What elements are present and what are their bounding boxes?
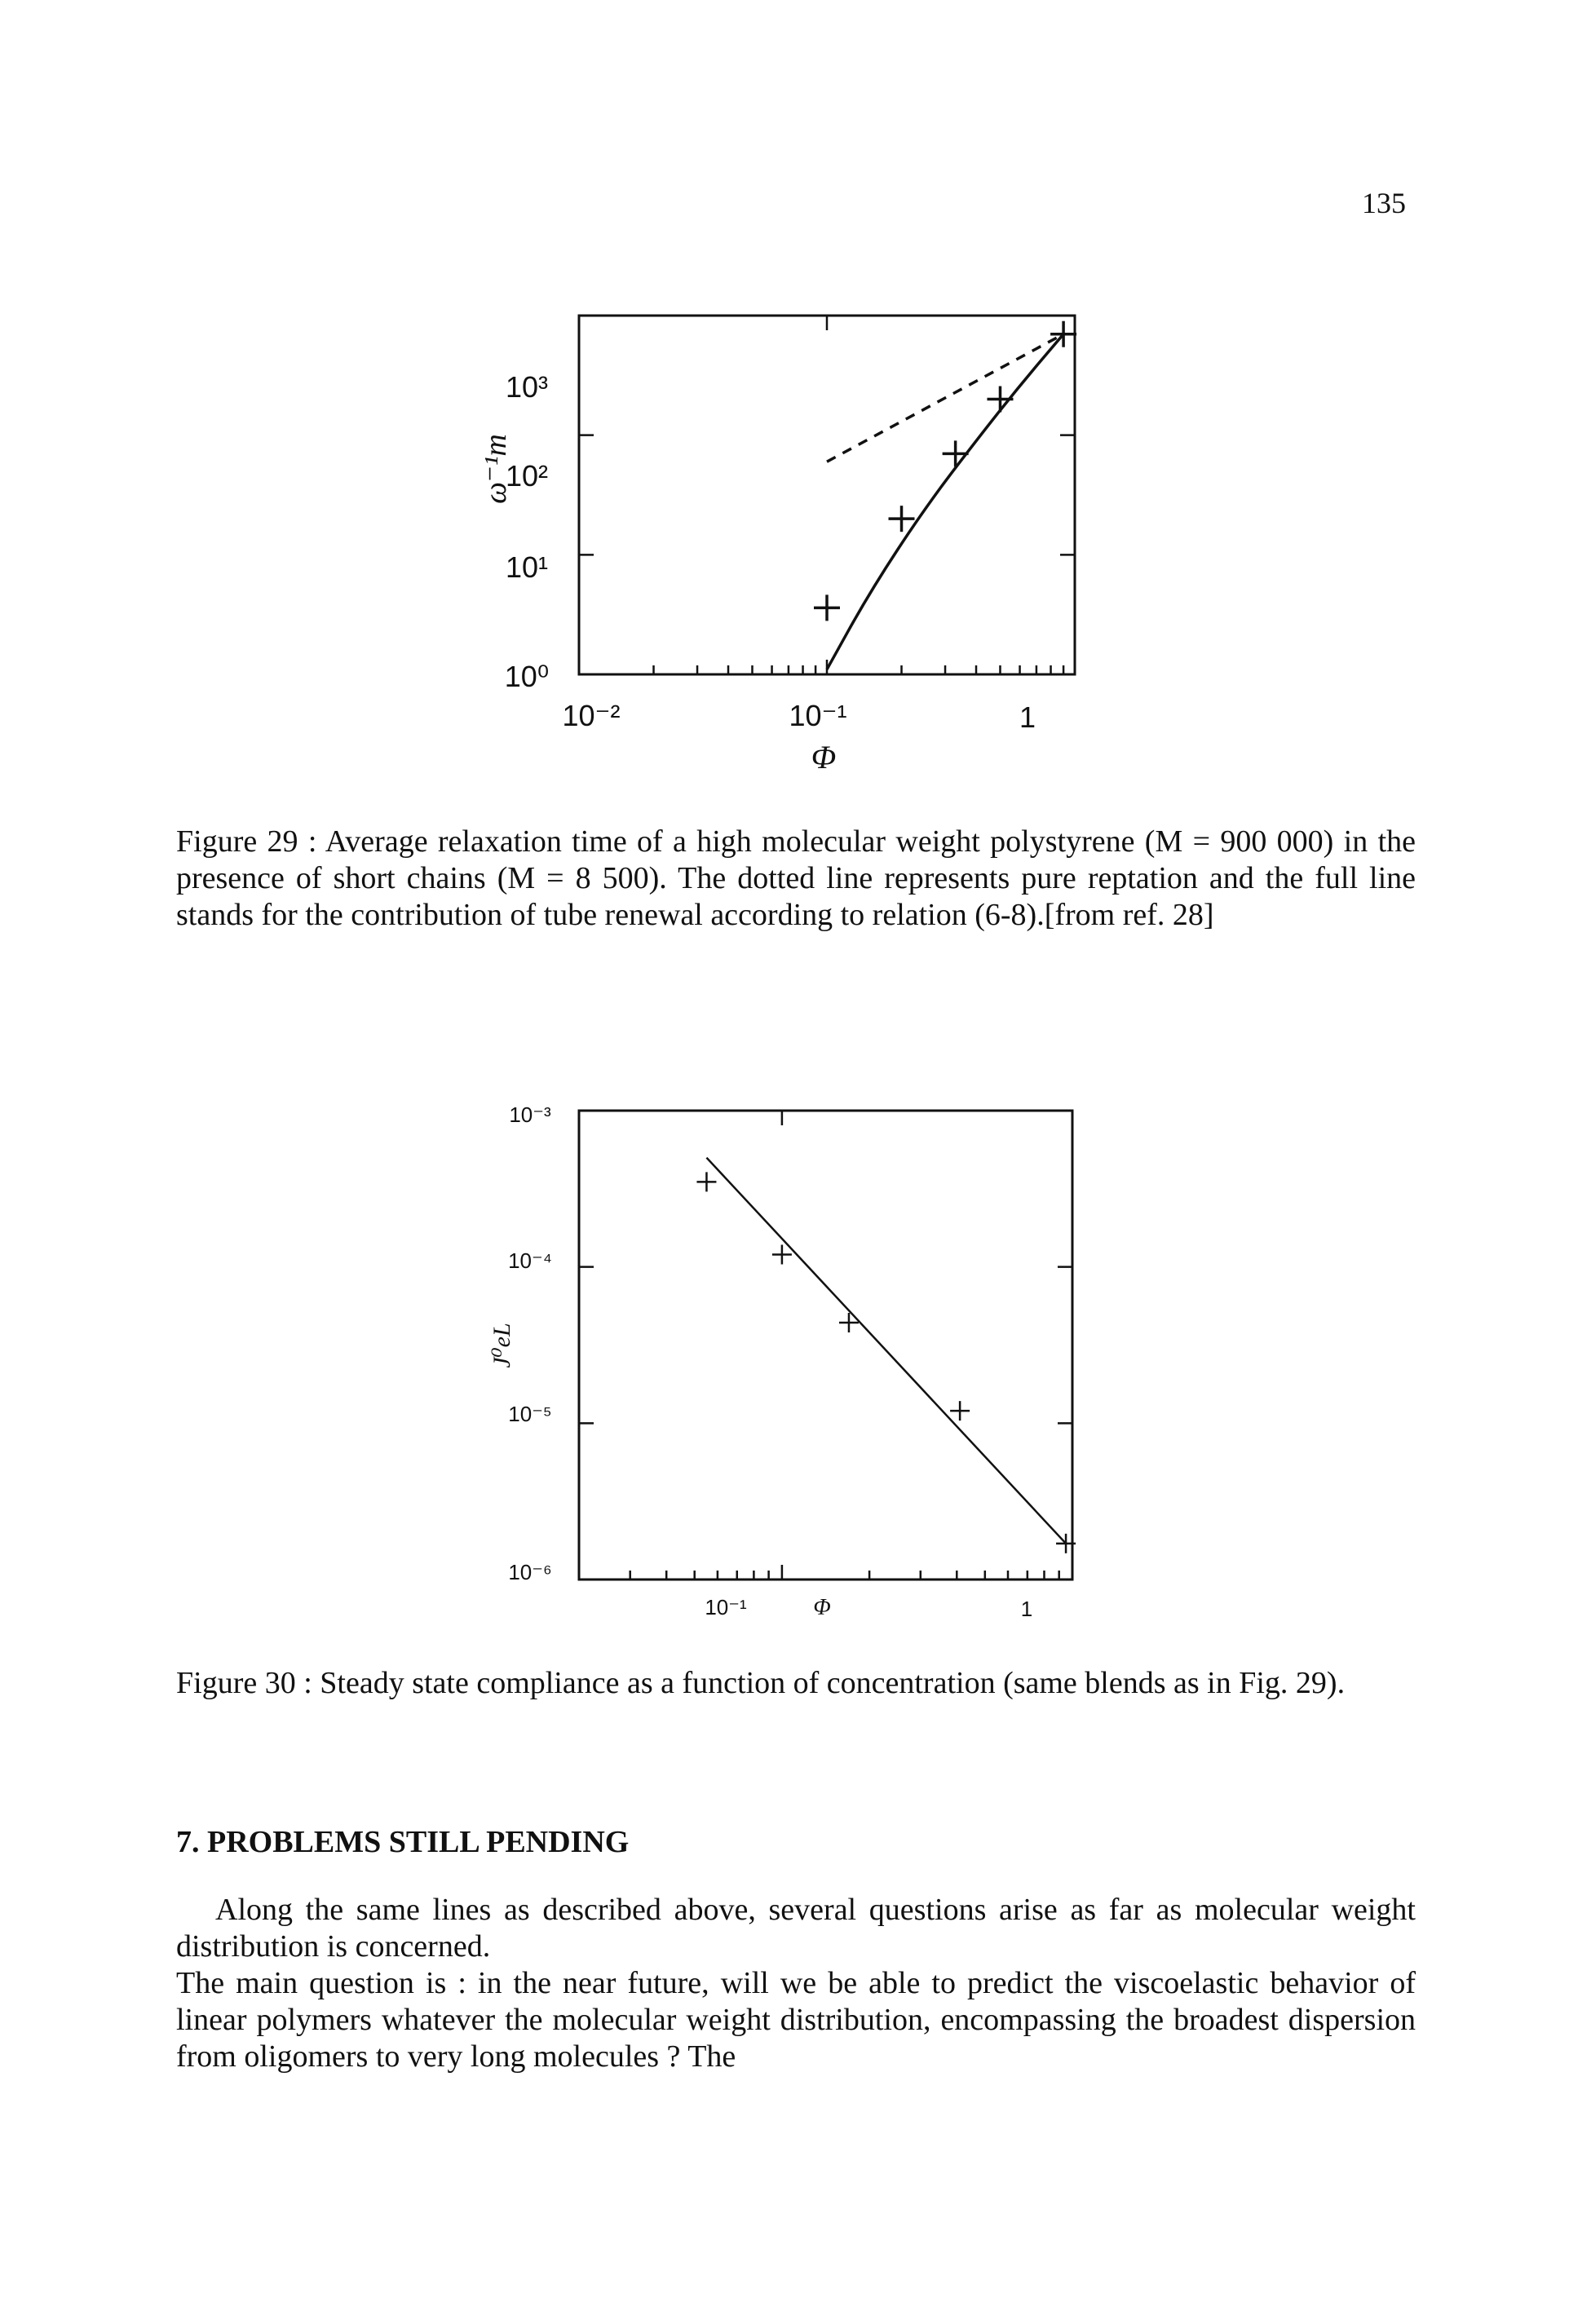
y-axis-title: J⁰eL [488, 1323, 515, 1367]
y-tick-label-1: 10⁰ [505, 660, 549, 693]
data-marks [696, 1156, 1076, 1553]
y-tick-label-1e-6: 10⁻⁶ [508, 1560, 551, 1584]
plot-frame [577, 1109, 1074, 1581]
data-point [888, 506, 915, 532]
tick-marks [577, 1111, 1074, 1580]
x-tick-label-1: 1 [1019, 700, 1036, 734]
full-line [705, 1156, 1067, 1544]
data-marks [814, 320, 1077, 670]
figure-29-chart: 10³ 10² 10¹ 10⁰ 10⁻² 10⁻¹ 1 Φ ω⁻¹m [479, 314, 1077, 775]
figure-30-chart: 10⁻³ 10⁻⁴ 10⁻⁵ 10⁻⁶ 10⁻¹ 1 Φ J⁰eL [488, 1102, 1076, 1621]
y-tick-label-1e-3: 10⁻³ [509, 1102, 551, 1127]
x-tick-label-0.1: 10⁻¹ [705, 1595, 747, 1619]
x-tick-label-1: 1 [1021, 1597, 1032, 1621]
x-tick-label-0.01: 10⁻² [562, 699, 620, 732]
data-point [771, 1244, 792, 1265]
y-axis-title: ω⁻¹m [479, 434, 513, 504]
page-number: 135 [1362, 187, 1406, 219]
data-point [814, 594, 840, 621]
data-point [696, 1172, 717, 1192]
y-tick-label-1e-4: 10⁻⁴ [508, 1248, 552, 1273]
figure-30-caption: Figure 30 : Steady state compliance as a… [176, 1666, 1346, 1700]
figure-30: 10⁻³ 10⁻⁴ 10⁻⁵ 10⁻⁶ 10⁻¹ 1 Φ J⁰eL [488, 1093, 1109, 1631]
x-tick-label-0.1: 10⁻¹ [789, 699, 846, 732]
x-axis-title: Φ [813, 1595, 830, 1620]
y-tick-label-1e-5: 10⁻⁵ [508, 1402, 551, 1426]
section-paragraph-2: The main question is : in the near futur… [176, 1966, 1416, 2074]
y-tick-label-100: 10² [506, 459, 548, 493]
full-line [825, 333, 1065, 670]
section-paragraph-1: Along the same lines as described above,… [176, 1893, 1416, 1964]
y-tick-label-10: 10¹ [506, 550, 548, 584]
dotted-line [826, 333, 1064, 463]
figure-29-caption: Figure 29 : Average relaxation time of a… [176, 824, 1416, 932]
tick-marks [577, 316, 1076, 674]
figure-29: 10³ 10² 10¹ 10⁰ 10⁻² 10⁻¹ 1 Φ ω⁻¹m [479, 294, 1109, 799]
x-axis-title: Φ [811, 739, 836, 775]
data-point [950, 1401, 970, 1421]
data-point [942, 440, 969, 467]
section-heading: 7. PROBLEMS STILL PENDING [176, 1825, 630, 1859]
data-point [838, 1313, 859, 1333]
y-tick-label-1000: 10³ [506, 370, 548, 404]
